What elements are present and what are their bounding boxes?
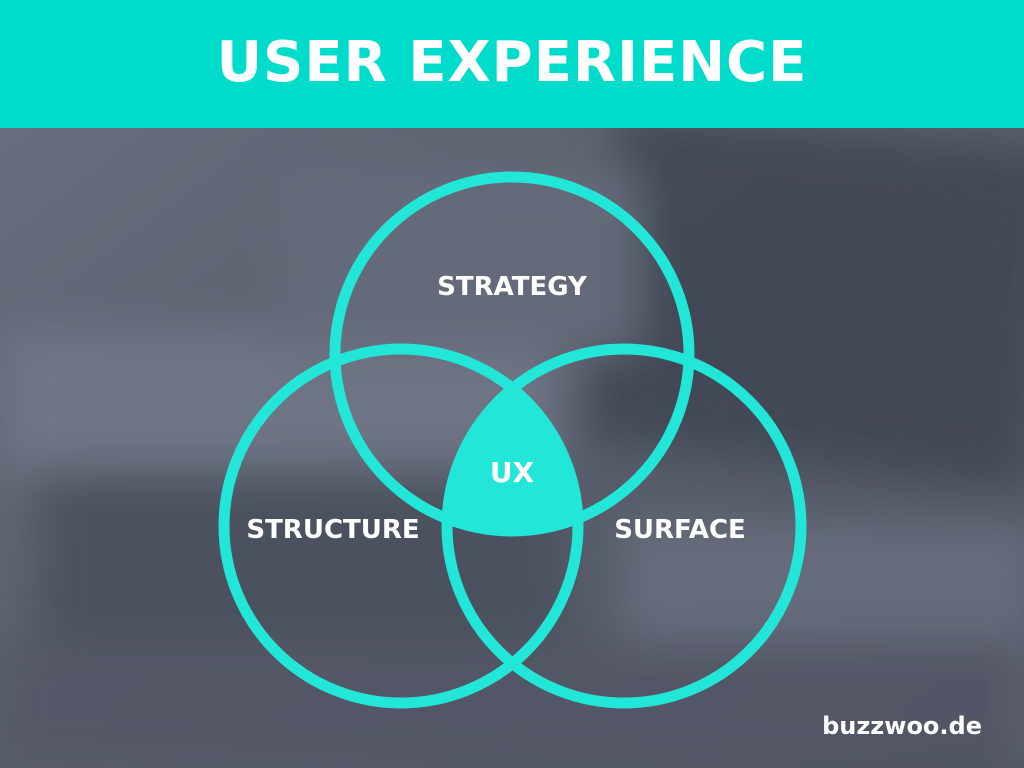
label-surface: SURFACE bbox=[614, 515, 746, 545]
label-structure: STRUCTURE bbox=[246, 515, 419, 545]
circle-surface bbox=[441, 343, 807, 709]
circle-strategy bbox=[329, 171, 695, 537]
brand-watermark: buzzwoo.de bbox=[822, 712, 982, 740]
center-intersection bbox=[447, 349, 578, 531]
page-title: USER EXPERIENCE bbox=[216, 29, 808, 95]
circle-structure bbox=[218, 343, 584, 709]
label-strategy: STRATEGY bbox=[437, 272, 588, 302]
label-ux: UX bbox=[490, 456, 535, 489]
header-banner: USER EXPERIENCE bbox=[0, 0, 1024, 128]
